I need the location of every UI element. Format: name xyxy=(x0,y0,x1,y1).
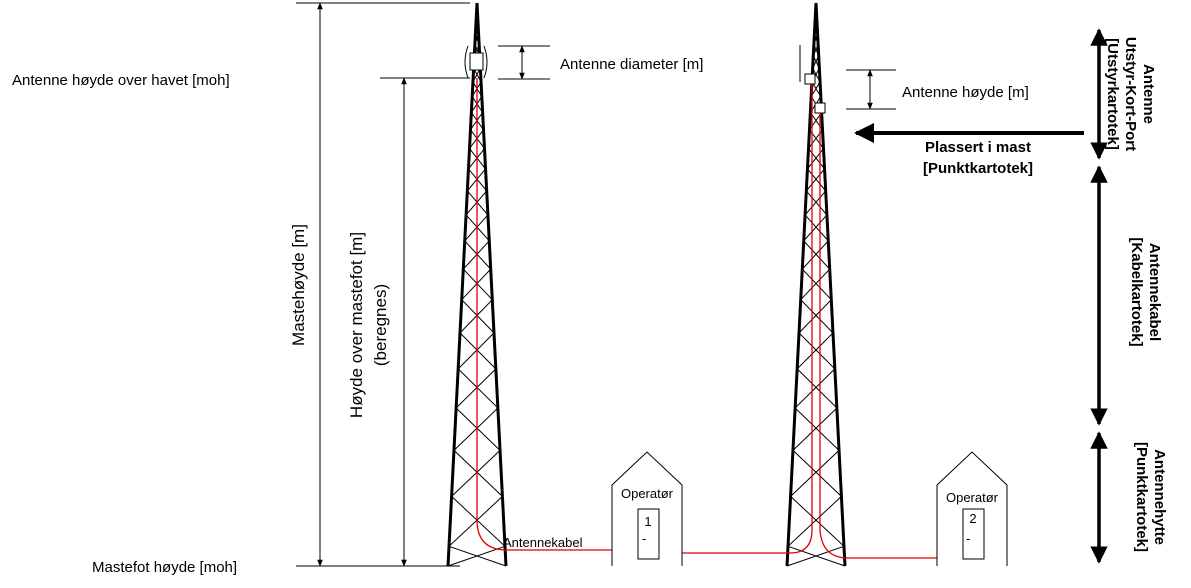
mast-foot-height-label: Mastefot høyde [moh] xyxy=(92,559,237,576)
antenna-height-asl-label: Antenne høyde over havet [moh] xyxy=(12,72,230,89)
hut-1-door xyxy=(637,508,660,560)
antenna-height-label: Antenne høyde [m] xyxy=(902,84,1029,101)
antenna-diameter-label: Antenne diameter [m] xyxy=(560,56,703,73)
antenna-diameter-dimension xyxy=(498,45,550,80)
height-over-foot-calc-label: (beregnes) xyxy=(371,284,390,366)
placed-in-mast-label: Plassert i mast xyxy=(925,139,1031,156)
dish-antenna-icon xyxy=(464,45,488,79)
equipment-label-line2: Utstyr-Kort-Port xyxy=(1122,37,1139,151)
hut-2-title: Operatør xyxy=(946,490,999,505)
mast-leg-right xyxy=(814,2,847,567)
mast-leg-right xyxy=(475,2,508,567)
dimension-lines-left xyxy=(296,2,470,567)
mast-height-label: Mastehøyde [m] xyxy=(289,224,308,346)
hut-label-line2: [Punktkartotek] xyxy=(1133,442,1150,552)
height-over-foot-label: Høyde over mastefot [m] xyxy=(347,232,366,418)
antenna-cable-lines xyxy=(476,78,937,559)
cable-label-line2: [Kabelkartotek] xyxy=(1128,237,1145,346)
hut-1-number: 1 xyxy=(644,514,651,529)
equipment-register-label: Antenne Utstyr-Kort-Port [Utstyrkartotek… xyxy=(1104,37,1157,151)
mast-right xyxy=(785,2,847,567)
mast-leg-left xyxy=(785,2,818,567)
hut-2-number: 2 xyxy=(969,511,976,526)
hut-label-line1: Antennehytte xyxy=(1151,449,1168,545)
mast-leg-left xyxy=(446,2,479,567)
placed-in-mast-register-label: [Punktkartotek] xyxy=(923,160,1033,177)
antenna-cable-label: Antennekabel xyxy=(503,535,583,550)
antenna-height-dimension xyxy=(846,69,896,110)
equipment-label-line1: Antenne xyxy=(1140,64,1157,124)
cable-register-label: Antennekabel [Kabelkartotek] xyxy=(1128,237,1163,346)
hut-2-door xyxy=(962,508,985,560)
hut-1-title: Operatør xyxy=(621,486,674,501)
cable-label-line1: Antennekabel xyxy=(1146,243,1163,341)
antenna-hut-1 xyxy=(611,451,683,566)
equipment-label-line3: [Utstyrkartotek] xyxy=(1104,38,1121,150)
mast-lattice-bracing xyxy=(787,14,846,567)
hut-register-label: Antennehytte [Punktkartotek] xyxy=(1133,442,1168,552)
antenna-hut-2 xyxy=(936,451,1008,566)
hut-1-sub: - xyxy=(642,531,646,546)
mast-lattice-bracing xyxy=(786,14,845,567)
hut-2-sub: - xyxy=(966,531,970,546)
